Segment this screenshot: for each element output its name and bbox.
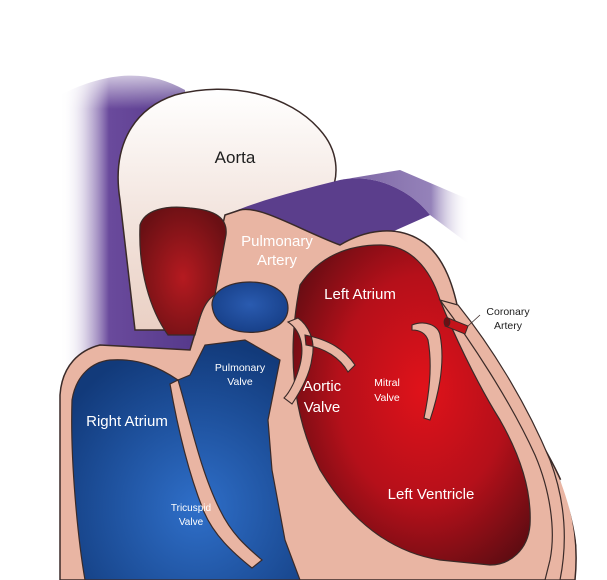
label-mitral-valve-1: Mitral bbox=[374, 377, 400, 389]
coronary-artery-leader bbox=[467, 314, 481, 327]
coronary-artery-opening bbox=[443, 317, 451, 327]
label-tricuspid-valve-2: Valve bbox=[179, 517, 204, 528]
label-aorta: Aorta bbox=[215, 148, 256, 167]
label-pulmonary-valve-1: Pulmonary bbox=[215, 362, 266, 374]
label-left-ventricle: Left Ventricle bbox=[388, 486, 475, 503]
mitral-valve-leaflet bbox=[411, 322, 443, 421]
label-coronary-artery-2: Artery bbox=[494, 320, 523, 332]
left-heart-chamber bbox=[292, 244, 531, 566]
label-right-atrium: Right Atrium bbox=[86, 413, 168, 430]
pulmonary-artery-right-fade bbox=[340, 170, 470, 245]
label-pulmonary-artery-2: Artery bbox=[257, 252, 298, 269]
label-left-atrium: Left Atrium bbox=[324, 286, 396, 303]
label-mitral-valve-2: Valve bbox=[374, 392, 400, 404]
label-pulmonary-valve-2: Valve bbox=[227, 376, 253, 388]
label-pulmonary-artery-1: Pulmonary bbox=[241, 233, 313, 250]
label-aortic-valve-1: Aortic bbox=[303, 378, 342, 395]
aorta-lumen bbox=[139, 206, 227, 336]
aortic-valve-leaflets bbox=[283, 317, 356, 405]
left-ventricle-wall bbox=[438, 298, 565, 580]
right-atrium-wall bbox=[169, 379, 263, 569]
pulmonary-valve-lumen bbox=[211, 281, 289, 333]
label-tricuspid-valve-1: Tricuspid bbox=[171, 503, 211, 514]
right-tissue-shade bbox=[560, 460, 607, 580]
right-heart-chamber bbox=[71, 339, 301, 580]
label-coronary-artery-1: Coronary bbox=[486, 306, 530, 318]
label-aortic-valve-2: Valve bbox=[304, 399, 340, 416]
